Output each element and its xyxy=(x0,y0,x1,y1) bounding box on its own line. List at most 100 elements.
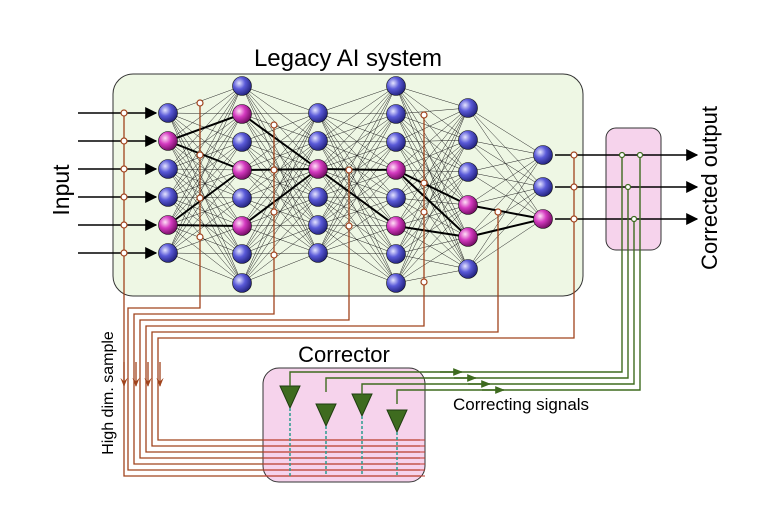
connection-line xyxy=(241,224,319,284)
connection-line xyxy=(241,196,319,284)
connection-line xyxy=(395,171,469,284)
connection-line xyxy=(395,85,469,173)
connection-line xyxy=(241,112,319,199)
neuron-blue xyxy=(308,215,328,235)
high-dim-sample-label: High dim. sample xyxy=(100,331,117,455)
correcting-signal-wire xyxy=(396,155,641,404)
connection-line xyxy=(467,218,544,270)
connection-line xyxy=(395,197,469,238)
highlighted-connection xyxy=(167,140,243,171)
connection-line xyxy=(317,169,397,254)
neuron-magenta xyxy=(386,216,406,236)
connection-line xyxy=(395,169,469,173)
tap-junction xyxy=(345,166,353,174)
connection-line xyxy=(395,139,469,284)
highlighted-connection xyxy=(395,169,469,238)
tap-junction xyxy=(120,137,128,145)
tap-junction xyxy=(420,179,428,187)
connection-line xyxy=(395,268,469,284)
neuron-blue xyxy=(458,259,478,279)
connection-line xyxy=(395,236,469,255)
connection-line xyxy=(395,139,469,255)
connection-line xyxy=(395,113,469,173)
tap-junction xyxy=(420,111,428,119)
connection-line xyxy=(317,85,397,170)
highlighted-connection xyxy=(467,204,544,220)
connection-line xyxy=(395,225,469,270)
highlighted-connection xyxy=(167,113,243,142)
connection-line xyxy=(317,85,397,114)
highlighted-connection xyxy=(395,225,469,238)
highlighted-connection xyxy=(241,168,319,171)
connection-line xyxy=(395,107,469,284)
neuron-blue xyxy=(386,188,406,208)
tap-junction xyxy=(570,215,578,223)
tap-junction xyxy=(120,109,128,117)
neuron-blue xyxy=(386,76,406,96)
neuron-blue xyxy=(458,162,478,182)
neuron-magenta xyxy=(232,160,252,180)
tap-junction xyxy=(120,165,128,173)
connection-line xyxy=(317,225,397,254)
neuron-blue xyxy=(458,98,478,118)
tap-junction xyxy=(120,193,128,201)
neuron-blue xyxy=(232,244,252,264)
connection-line xyxy=(241,196,319,255)
connection-line xyxy=(395,141,469,206)
connection-line xyxy=(395,107,469,227)
neuron-blue xyxy=(386,104,406,124)
neuron-blue xyxy=(386,273,406,293)
connection-line xyxy=(395,85,469,141)
corrector-neuron xyxy=(386,409,408,434)
neuron-blue xyxy=(308,131,328,151)
connection-line xyxy=(395,139,469,227)
sample-wire xyxy=(151,292,499,447)
connection-line xyxy=(167,252,243,255)
connection-line xyxy=(395,141,469,173)
neuron-blue xyxy=(158,187,178,207)
connection-line xyxy=(467,171,544,188)
input-label: Input xyxy=(48,164,74,216)
sample-wire xyxy=(139,292,420,459)
corrector-label: Corrector xyxy=(298,342,390,367)
connection-line xyxy=(395,85,469,270)
highlighted-connection xyxy=(167,169,243,226)
neuron-blue xyxy=(158,159,178,179)
connection-line xyxy=(317,252,397,284)
tap-junction xyxy=(420,278,428,286)
highlighted-connection xyxy=(241,168,319,227)
neuron-blue xyxy=(386,244,406,264)
connection-line xyxy=(467,107,544,156)
neuron-blue xyxy=(308,187,328,207)
connection-line xyxy=(167,85,243,114)
connection-line xyxy=(395,139,469,199)
connection-line xyxy=(395,171,469,255)
connection-line xyxy=(241,252,319,284)
connection-line xyxy=(395,253,469,270)
output-junction xyxy=(636,151,644,159)
neuron-blue xyxy=(533,145,553,165)
neuron-magenta xyxy=(458,195,478,215)
highlighted-connection xyxy=(241,113,319,170)
connection-line xyxy=(241,140,319,284)
neuron-magenta xyxy=(386,160,406,180)
connection-line xyxy=(395,85,469,206)
connection-line xyxy=(167,85,243,142)
highlighted-connection xyxy=(317,168,397,227)
output-junction xyxy=(624,183,632,191)
neuron-magenta xyxy=(158,131,178,151)
connection-line xyxy=(167,85,243,198)
tap-junction xyxy=(270,208,278,216)
tap-junction xyxy=(570,183,578,191)
connection-line xyxy=(395,113,469,238)
connection-line xyxy=(395,85,469,109)
connection-line xyxy=(167,225,243,254)
connection-line xyxy=(317,113,397,254)
neuron-blue xyxy=(308,103,328,123)
highlighted-connection xyxy=(317,168,397,171)
connection-line xyxy=(395,204,469,227)
tap-junction xyxy=(196,233,204,241)
sample-wire xyxy=(157,292,575,441)
